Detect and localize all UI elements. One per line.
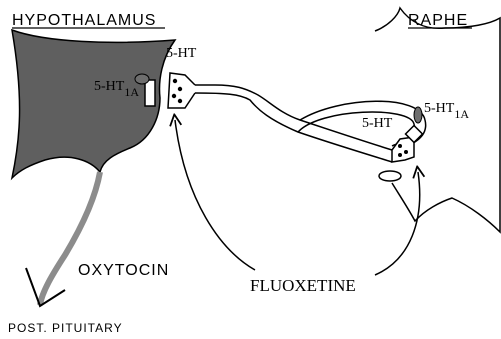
fluoxetine-label: FLUOXETINE (250, 276, 356, 295)
oxytocin-label: OXYTOCIN (78, 262, 169, 279)
5ht-raphe-label: 5-HT (362, 116, 393, 131)
receptor-box-left (145, 80, 155, 106)
5ht1a-receptor-right (414, 107, 422, 123)
post-pituitary-label: POST. PITUITARY (8, 321, 123, 335)
presynaptic-terminal-right (392, 137, 414, 162)
fluoxetine-arrow-left (175, 120, 255, 270)
oxytocin-axon (40, 172, 100, 305)
raphe-label: RAPHE (408, 12, 468, 29)
fluoxetine-arrow-right (375, 172, 420, 275)
hypothalamus-label: HYPOTHALAMUS (12, 12, 156, 29)
raphe-neuron (375, 8, 500, 232)
5ht1a-right-label: 5-HT1A (424, 101, 469, 121)
5ht-top-label: 5-HT (166, 46, 197, 61)
free-vesicle (379, 171, 401, 181)
5ht1a-receptor-left (135, 74, 149, 84)
